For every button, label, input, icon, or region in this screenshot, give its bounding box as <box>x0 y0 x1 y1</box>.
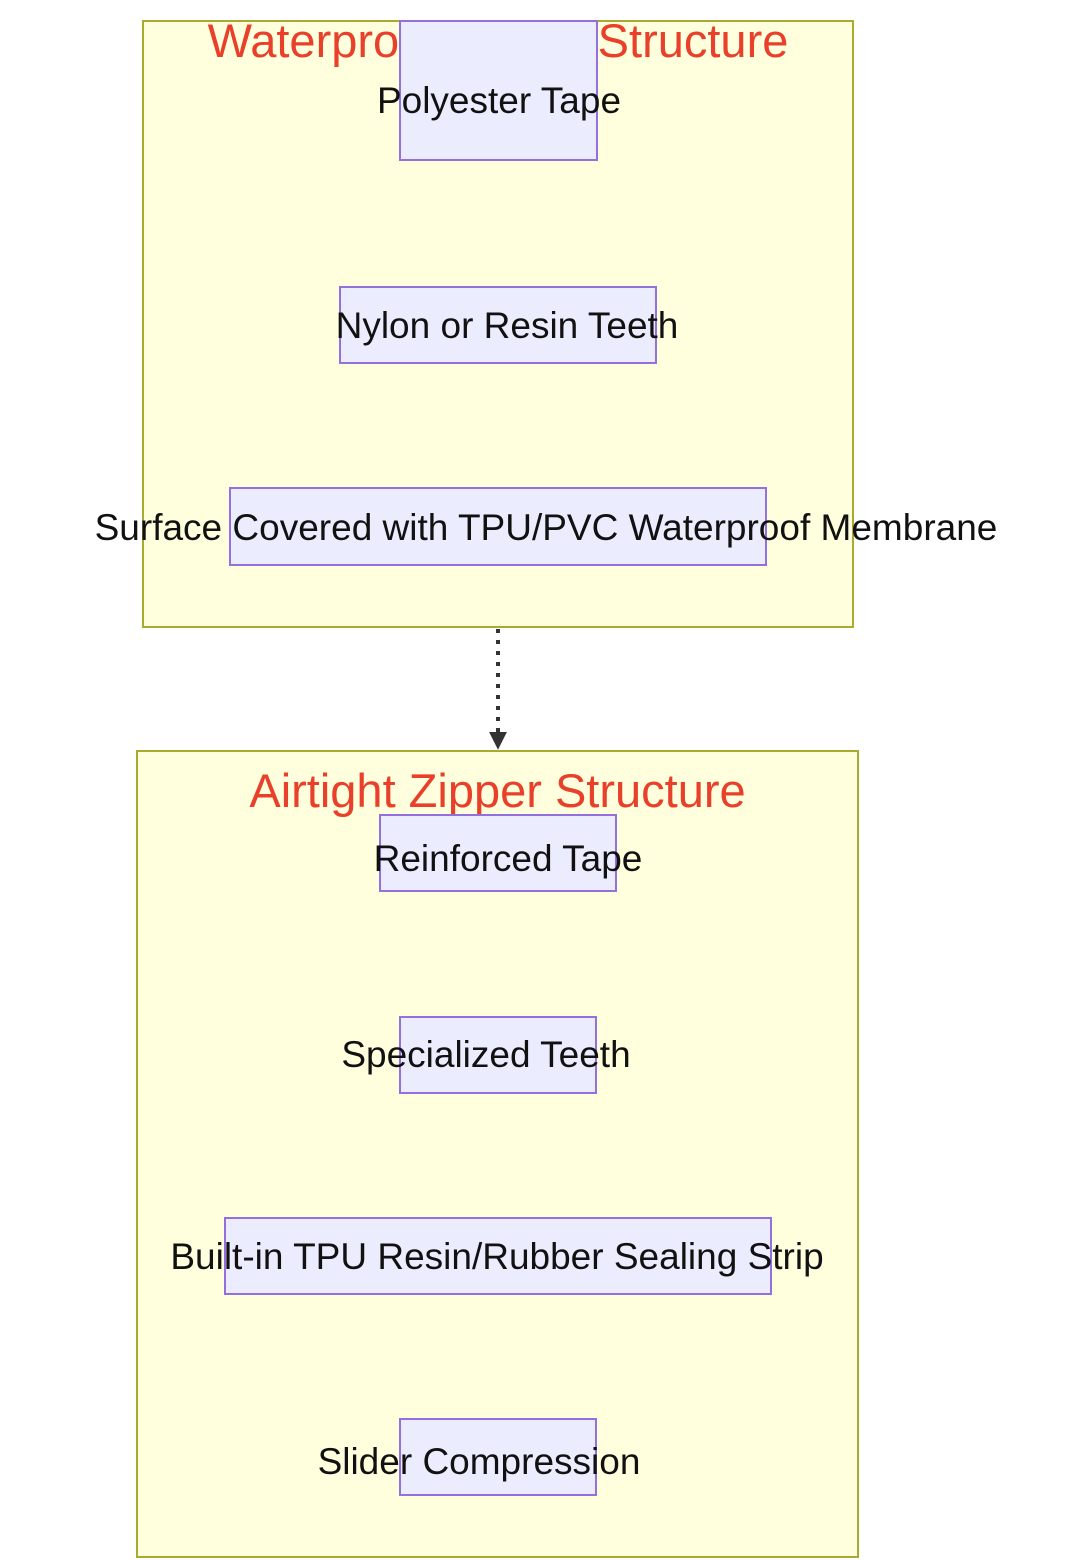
label-slider-compression: Slider Compression <box>317 1441 641 1482</box>
node-slider-compression <box>399 1418 597 1496</box>
node-polyester-tape <box>399 20 598 161</box>
node-nylon-resin-teeth <box>339 286 657 364</box>
label-nylon-resin-teeth: Nylon or Resin Teeth <box>335 305 679 346</box>
node-specialized-teeth <box>399 1016 597 1094</box>
label-sealing-strip: Built-in TPU Resin/Rubber Sealing Strip <box>170 1236 824 1277</box>
node-sealing-strip <box>224 1217 772 1295</box>
airtight-cluster-title: Airtight Zipper Structure <box>249 764 746 817</box>
label-polyester-tape: Polyester Tape <box>376 80 622 121</box>
label-specialized-teeth: Specialized Teeth <box>341 1034 631 1075</box>
node-tpu-pvc-membrane <box>229 487 767 566</box>
label-tpu-pvc-membrane: Surface Covered with TPU/PVC Waterproof … <box>94 507 998 548</box>
label-reinforced-tape: Reinforced Tape <box>373 838 643 879</box>
node-reinforced-tape <box>379 814 617 892</box>
